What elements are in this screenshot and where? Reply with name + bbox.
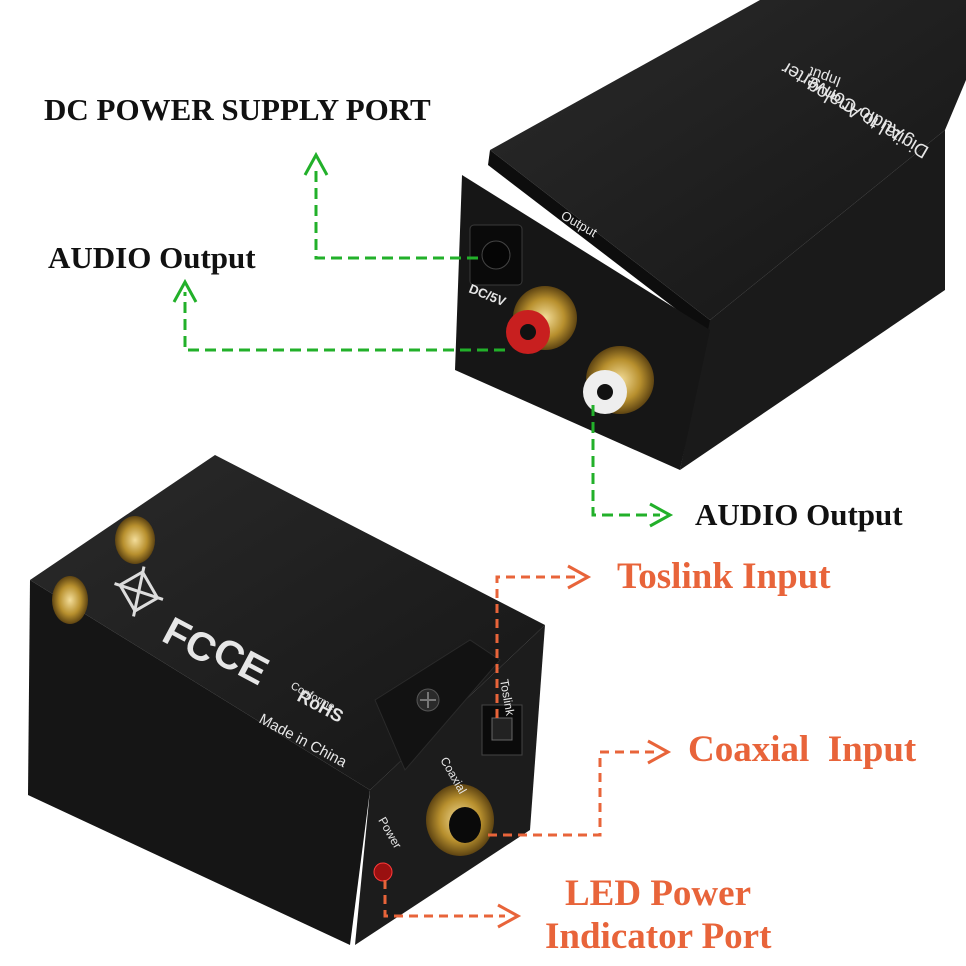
device-side-face [680, 130, 945, 470]
audio-output-right-arrow [591, 405, 660, 517]
toslink-arrow [495, 575, 575, 718]
audio-output-right-label: AUDIO Output [695, 497, 903, 532]
dc-power-arrow [314, 165, 478, 260]
dc-power-supply-label: DC POWER SUPPLY PORT [44, 92, 431, 127]
rca-red-output [506, 286, 577, 354]
toslink-text: Toslink [497, 678, 517, 718]
audio-output-left-label: AUDIO Output [48, 240, 256, 275]
weee-bin-icon [114, 566, 164, 617]
toslink-input-label: Toslink Input [617, 556, 831, 597]
orange-callouts [383, 575, 655, 918]
audio-output-left-arrow [183, 292, 505, 352]
orange-arrowheads [497, 564, 672, 929]
coaxial-arrow [488, 750, 655, 837]
device-top-face [490, 0, 966, 320]
bottom-device-side-face [28, 580, 370, 945]
converter-device-top: Input Digital to Analog Audio Converter … [455, 0, 966, 470]
led-indicator [373, 862, 393, 882]
led-power-label-line1: LED Power [565, 873, 751, 914]
led-arrow [383, 880, 505, 918]
rca-white-output [583, 346, 654, 414]
coaxial-port [426, 784, 494, 856]
green-callouts [183, 165, 660, 517]
led-power-label-line2: Indicator Port [545, 916, 772, 957]
green-arrowheads [172, 151, 674, 528]
converter-device-bottom: FC CE Conforme RoHS Made in China Toslin… [28, 455, 545, 945]
coaxial-input-label: Coaxial Input [688, 729, 917, 770]
